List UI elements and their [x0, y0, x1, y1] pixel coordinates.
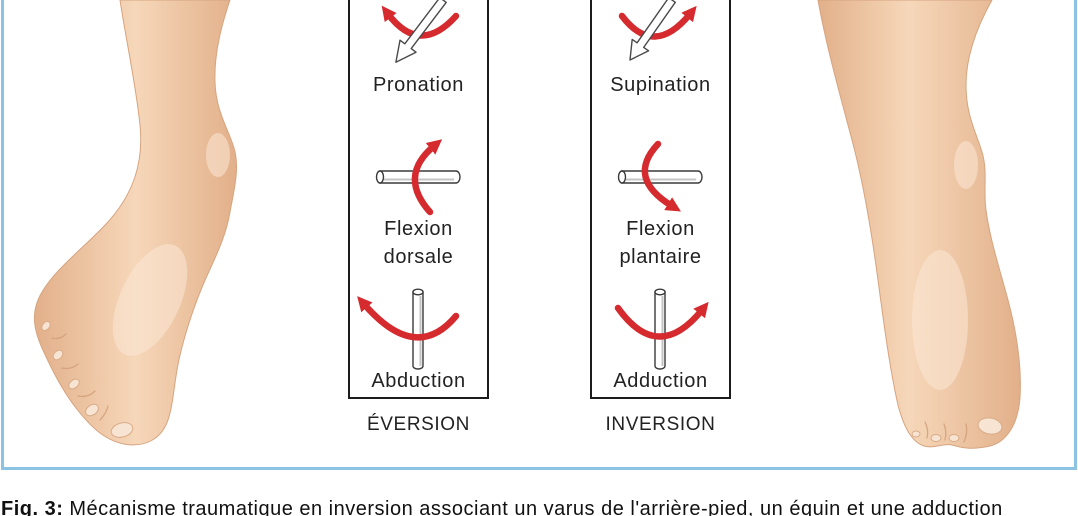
eversion-box: Pronation Flexion dorsale Abduction	[348, 0, 489, 399]
adduction-arrow-icon	[614, 288, 709, 370]
flexion-label-line1: Flexion	[384, 218, 453, 240]
vertical-axis-cylinder	[654, 288, 666, 370]
abduction-arrow-icon	[357, 288, 460, 370]
flexion-label-line1: Flexion	[626, 218, 695, 240]
plantarflexion-arrow-icon	[617, 140, 703, 212]
inversion-box: Supination Flexion plantaire Adduction	[590, 0, 731, 399]
inversion-title: INVERSION	[605, 414, 716, 435]
horizontal-axis-cylinder	[617, 170, 703, 184]
eversion-title: ÉVERSION	[367, 414, 470, 435]
left-foot-eversion-illustration	[34, 0, 238, 446]
plantaire-label-line2: plantaire	[619, 246, 702, 268]
transverse-arrow	[357, 296, 460, 341]
flexion-arrow	[411, 139, 443, 216]
transverse-arrow	[614, 301, 709, 340]
right-foot-inversion-illustration	[817, 0, 1021, 449]
rotation-arrow	[618, 5, 697, 40]
abduction-label: Abduction	[371, 370, 466, 392]
figure-caption-text: Mécanisme traumatique en inversion assoc…	[69, 498, 1003, 516]
axis-arrow	[629, 0, 677, 61]
horizontal-axis-cylinder	[375, 170, 461, 184]
feet-illustration	[34, 0, 1021, 449]
supination-label: Supination	[610, 74, 711, 96]
flexion-arrow	[641, 140, 681, 212]
pronation-label: Pronation	[372, 74, 464, 96]
figure-number: Fig. 3:	[1, 498, 64, 516]
axis-arrow	[395, 0, 447, 63]
adduction-label: Adduction	[613, 370, 708, 392]
pronation-arrow-icon	[381, 0, 460, 63]
dorsale-label-line2: dorsale	[383, 246, 454, 268]
vertical-axis-cylinder	[412, 288, 424, 370]
dorsiflexion-arrow-icon	[375, 139, 461, 216]
figure-caption: Fig. 3: Mécanisme traumatique en inversi…	[1, 497, 1077, 516]
supination-arrow-icon	[618, 0, 697, 61]
